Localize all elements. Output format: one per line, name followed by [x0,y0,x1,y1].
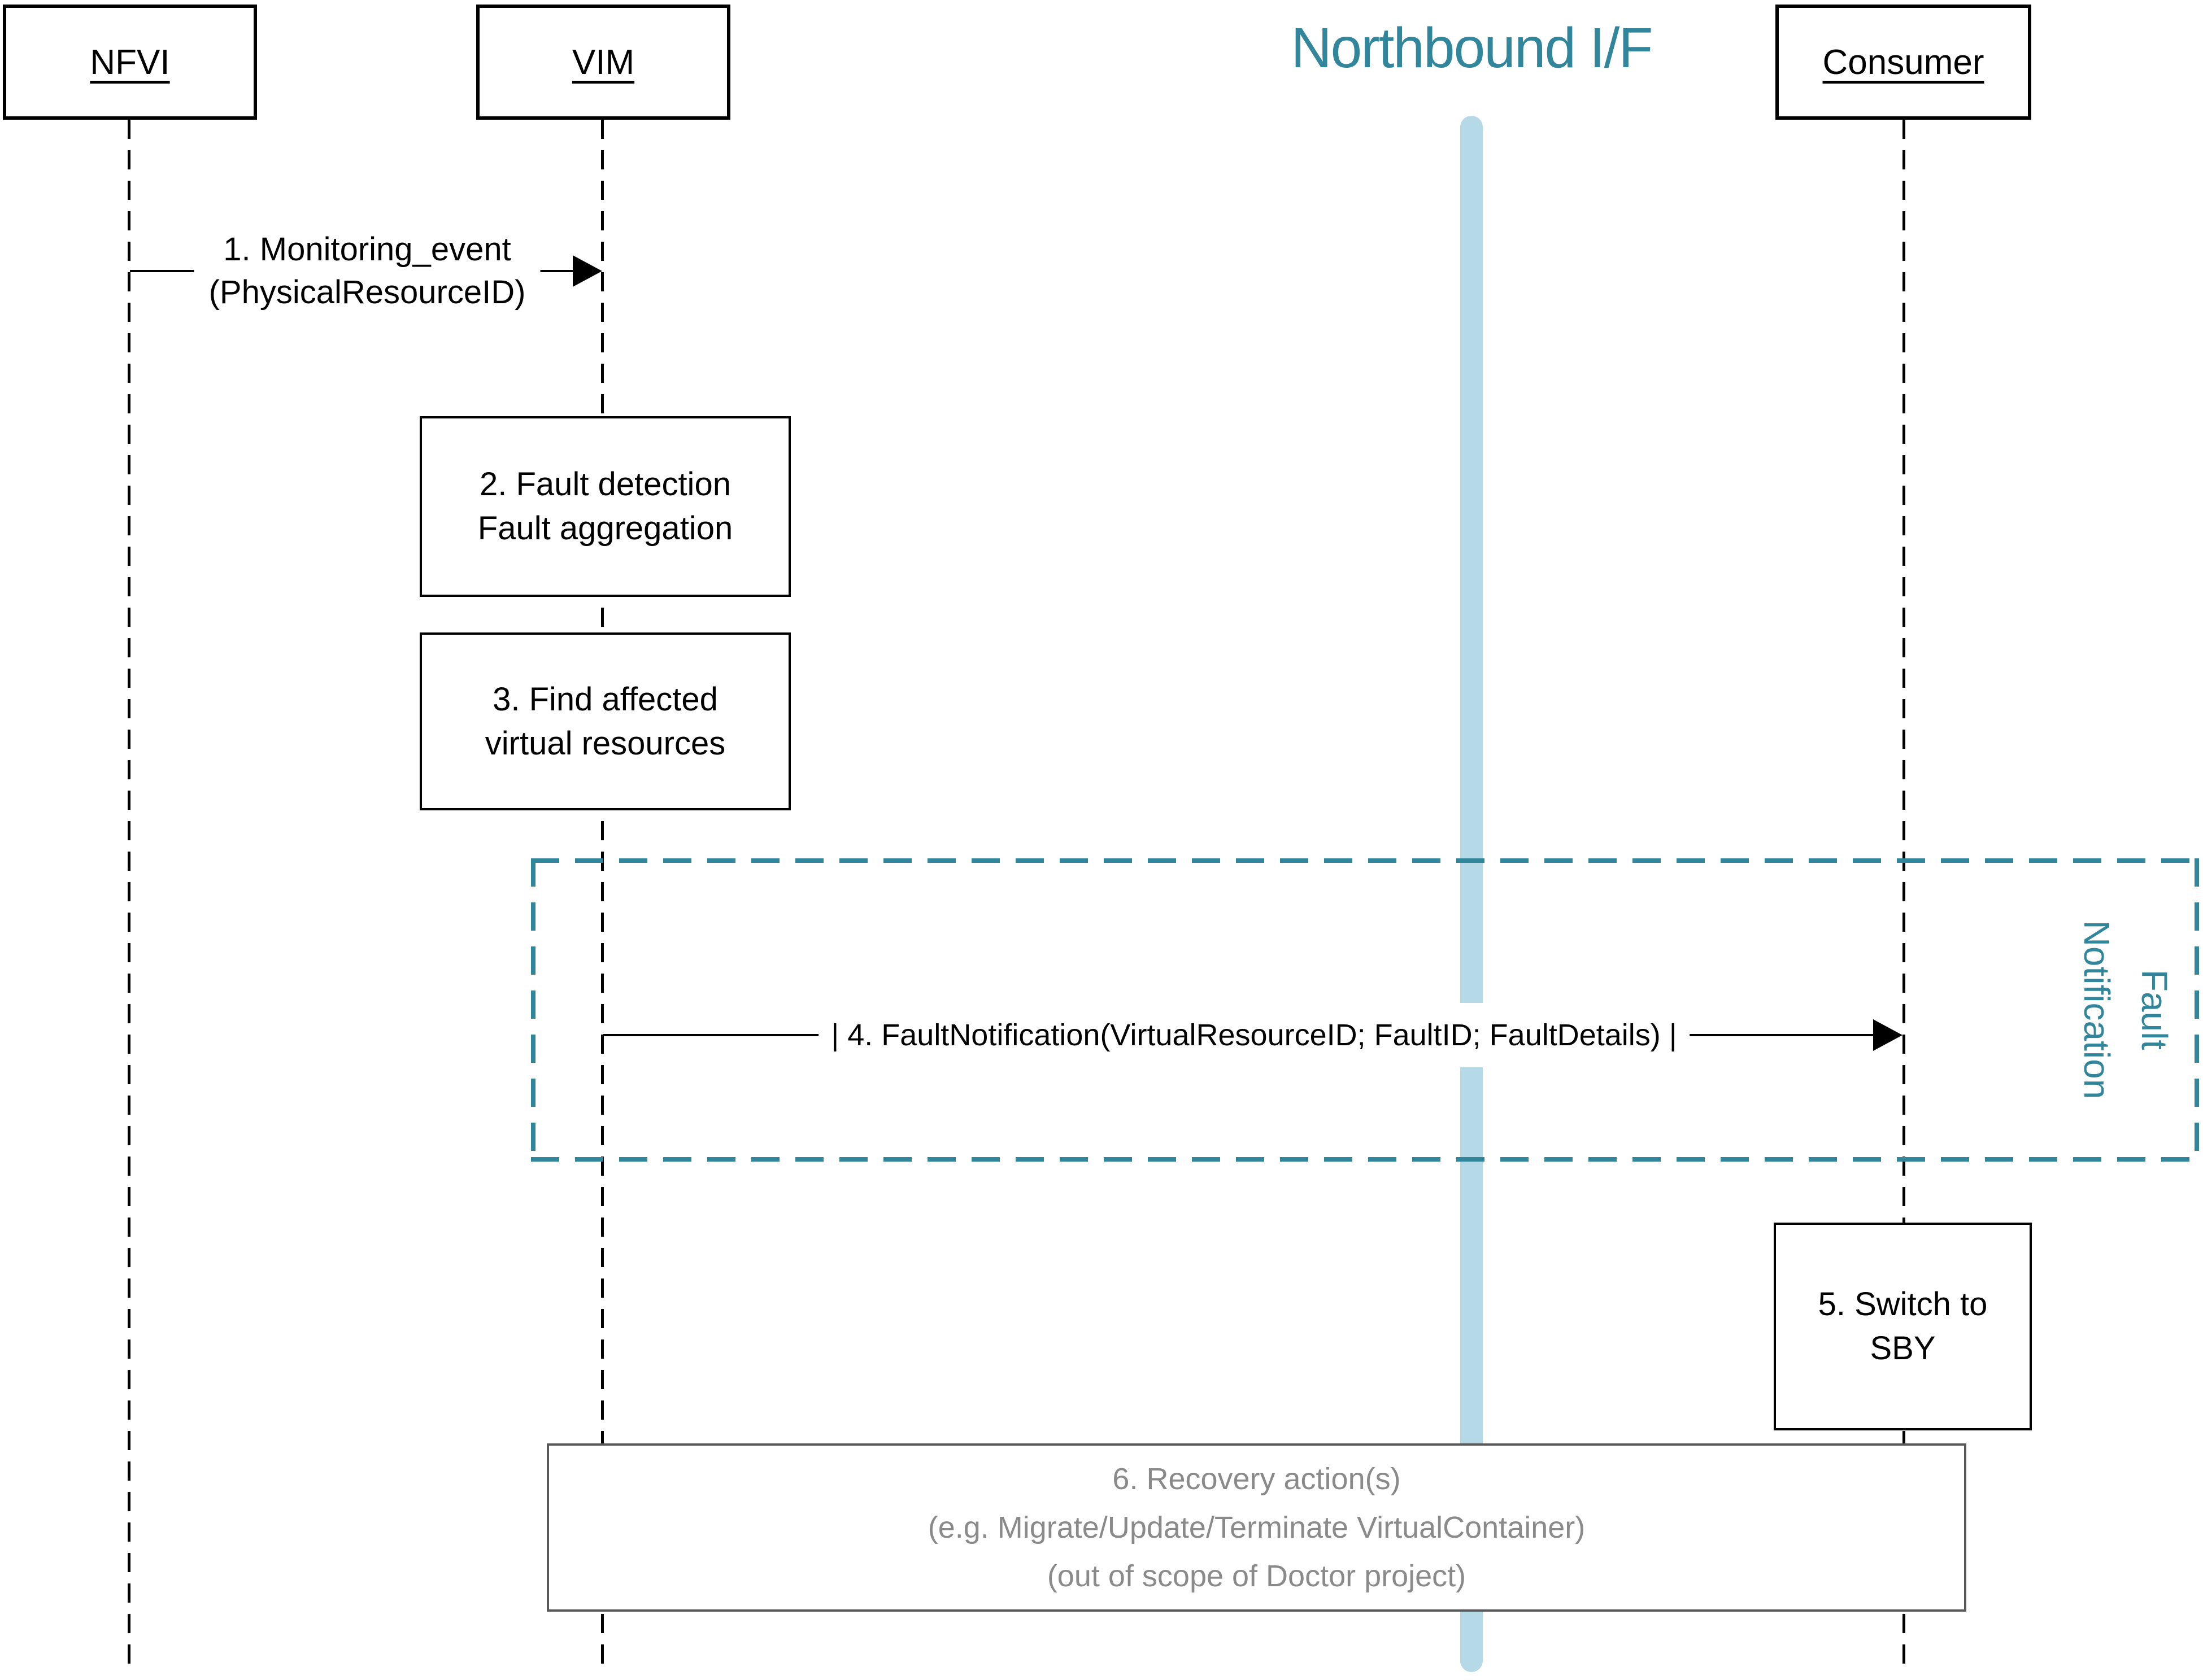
message-4-label: | 4. FaultNotification(VirtualResourceID… [818,1003,1690,1067]
activity-box-3-find-affected: 3. Find affected virtual resources [420,632,791,810]
message-1-line2: (PhysicalResourceID) [208,274,526,311]
arrowhead-right-icon [573,255,602,287]
region-label-line1: Fault [2134,969,2175,1050]
lifeline-nfvi [128,120,130,1672]
actor-label-vim: VIM [572,42,635,82]
activity-box-2-fault-detection: 2. Fault detection Fault aggregation [420,416,791,597]
activity-2-line1: 2. Fault detection [480,466,731,503]
activity-3-line2: virtual resources [485,725,726,762]
actor-box-nfvi: NFVI [3,5,257,120]
message-1-label: 1. Monitoring_event (PhysicalResourceID) [194,226,541,316]
activity-6-line2: (e.g. Migrate/Update/Terminate VirtualCo… [928,1511,1586,1544]
activity-box-5-switch-to-sby: 5. Switch to SBY [1774,1223,2032,1430]
northbound-interface-title: Northbound I/F [1291,16,1653,80]
activity-5-line2: SBY [1870,1330,1936,1367]
arrowhead-right-icon [1873,1019,1902,1051]
actor-box-consumer: Consumer [1775,5,2031,120]
actor-label-consumer: Consumer [1822,42,1984,82]
actor-box-vim: VIM [476,5,730,120]
message-1-line1: 1. Monitoring_event [223,231,511,268]
activity-3-line1: 3. Find affected [493,680,718,718]
activity-5-line1: 5. Switch to [1818,1286,1988,1323]
activity-box-6-recovery-actions: 6. Recovery action(s) (e.g. Migrate/Upda… [547,1443,1966,1612]
region-label-line2: Notification [2076,920,2117,1099]
fault-notification-region-label: Fault Notification [2068,920,2183,1099]
activity-6-line3: (out of scope of Doctor project) [1047,1559,1466,1593]
activity-6-line1: 6. Recovery action(s) [1112,1462,1401,1496]
activity-2-line2: Fault aggregation [477,510,733,547]
actor-label-nfvi: NFVI [90,42,170,82]
